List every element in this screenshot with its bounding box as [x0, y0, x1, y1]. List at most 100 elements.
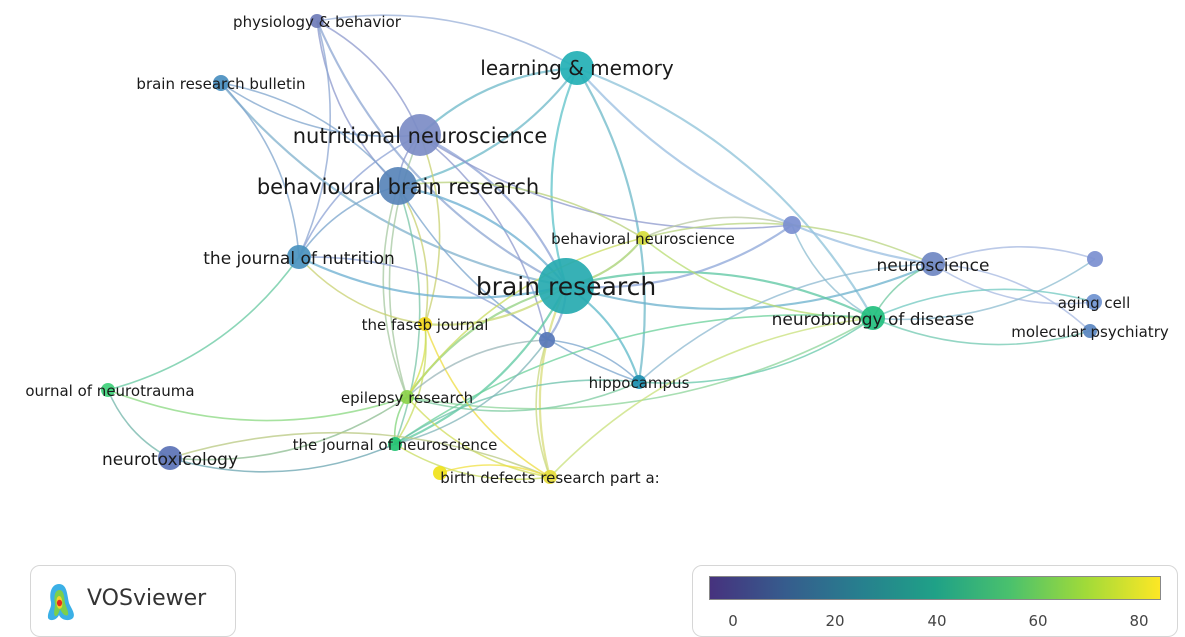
edge-jn-jnt [107, 256, 300, 391]
node-bbr[interactable] [379, 167, 417, 205]
node-bn[interactable] [636, 231, 650, 245]
edge-lm-ns [576, 67, 934, 266]
edge-jn-br [298, 256, 567, 299]
edge-bn-er [406, 237, 644, 398]
node-jon[interactable] [388, 437, 402, 451]
edge-jon-bdr [394, 443, 551, 481]
node-label-lm[interactable]: learning & memory [480, 56, 674, 80]
node-label-jnt[interactable]: ournal of neurotrauma [25, 382, 194, 400]
node-label-bn[interactable]: behavioral neuroscience [551, 230, 735, 248]
network-labels: physiology & behavior learning & memory br… [25, 13, 1168, 487]
node-label-jon[interactable]: the journal of neuroscience [293, 436, 498, 454]
edge-fj-jon [394, 323, 427, 445]
node-label-brb[interactable]: brain research bulletin [136, 75, 305, 93]
edge-hip-u3 [546, 339, 640, 383]
edge-ntx-bdr [169, 431, 551, 478]
edge-bbr-jon [394, 185, 421, 445]
edge-nod-u1 [791, 224, 874, 319]
node-jn[interactable] [287, 245, 311, 269]
node-label-nn[interactable]: nutritional neuroscience [293, 124, 548, 148]
edge-phys-lm [316, 14, 578, 69]
edge-nod-jon [394, 314, 874, 445]
node-ntx[interactable] [158, 446, 182, 470]
node-label-ac[interactable]: aging cell [1058, 294, 1131, 312]
edge-nn-u3 [419, 134, 548, 341]
node-label-bbr[interactable]: behavioural brain research [257, 175, 539, 199]
network-nodes [101, 14, 1103, 484]
edge-lm-nod [576, 66, 874, 319]
node-nod[interactable] [861, 306, 885, 330]
color-scale-bar [709, 576, 1161, 600]
node-ns[interactable] [921, 252, 945, 276]
node-label-fj[interactable]: the faseb journal [362, 316, 489, 334]
edge-bbr-hip [397, 185, 640, 383]
edge-bdr1-bdr [439, 464, 551, 478]
node-phys[interactable] [310, 14, 324, 28]
edge-jn-fj [298, 256, 426, 325]
edge-jon-ntx [169, 443, 396, 473]
edge-nn-jn [298, 134, 421, 258]
node-label-hip[interactable]: hippocampus [589, 374, 690, 392]
node-label-er[interactable]: epilepsy research [341, 389, 473, 407]
vosviewer-logo-icon [47, 584, 74, 621]
edge-ns-mp [932, 263, 1091, 332]
node-er[interactable] [400, 390, 414, 404]
node-label-ntx[interactable]: neurotoxicology [102, 450, 238, 470]
edge-bbr-er [382, 185, 408, 398]
vosviewer-logo-panel: VOSviewer [30, 565, 236, 637]
node-label-ns[interactable]: neuroscience [877, 256, 990, 276]
legend-tick-20: 20 [825, 612, 845, 630]
edge-phys-nn [316, 20, 421, 136]
node-lm[interactable] [560, 51, 594, 85]
node-label-phys[interactable]: physiology & behavior [233, 13, 402, 31]
node-jnt[interactable] [101, 383, 115, 397]
node-bdr1[interactable] [433, 466, 447, 480]
edge-phys-jn [298, 20, 331, 258]
legend-tick-80: 80 [1129, 612, 1149, 630]
edge-jon-u3 [394, 339, 548, 445]
node-br[interactable] [538, 258, 594, 314]
edge-br-jon [394, 285, 567, 446]
node-label-bdr[interactable]: birth defects research part a: [440, 469, 659, 487]
legend-tick-40: 40 [927, 612, 947, 630]
node-brb[interactable] [213, 75, 229, 91]
node-bdr[interactable] [543, 470, 557, 484]
node-u2[interactable] [1087, 251, 1103, 267]
edge-er-u3 [406, 339, 548, 398]
edge-nod-bdr [549, 317, 874, 478]
edge-ns-ac [932, 263, 1095, 305]
edge-er-hip [406, 381, 640, 412]
edge-nod-mp [872, 317, 1091, 346]
node-label-mp[interactable]: molecular psychiatry [1011, 323, 1169, 341]
edge-er-jnt [107, 389, 408, 422]
edge-ns-hip [638, 263, 934, 383]
node-mp[interactable] [1083, 324, 1097, 338]
edge-brb-nn [220, 82, 421, 138]
edge-brb-br [220, 82, 567, 288]
node-hip[interactable] [632, 375, 646, 389]
edge-br-ns [565, 262, 934, 311]
edge-lm-nn [419, 66, 578, 136]
edge-bbr-bn [397, 181, 644, 239]
edge-brb-jn [220, 82, 300, 258]
edge-jn-u3 [298, 256, 548, 341]
edge-nod-er [406, 317, 874, 410]
edge-u3-bdr [535, 339, 551, 478]
node-u3[interactable] [539, 332, 555, 348]
edge-br-nod [565, 271, 874, 319]
node-u1[interactable] [783, 216, 801, 234]
node-nn[interactable] [399, 114, 441, 156]
node-label-br[interactable]: brain research [476, 272, 656, 301]
edge-br-u1 [565, 224, 793, 289]
edge-nn-fj [419, 134, 441, 325]
legend-tick-60: 60 [1028, 612, 1048, 630]
edge-lm-br [550, 67, 579, 287]
edge-nod-ac [872, 288, 1095, 319]
edge-nod-u2 [872, 258, 1096, 321]
vosviewer-logo-text: VOSviewer [87, 586, 207, 611]
node-ac[interactable] [1086, 294, 1102, 310]
node-label-jn[interactable]: the journal of nutrition [203, 249, 395, 269]
node-label-nod[interactable]: neurobiology of disease [772, 310, 975, 330]
node-fj[interactable] [418, 317, 432, 331]
